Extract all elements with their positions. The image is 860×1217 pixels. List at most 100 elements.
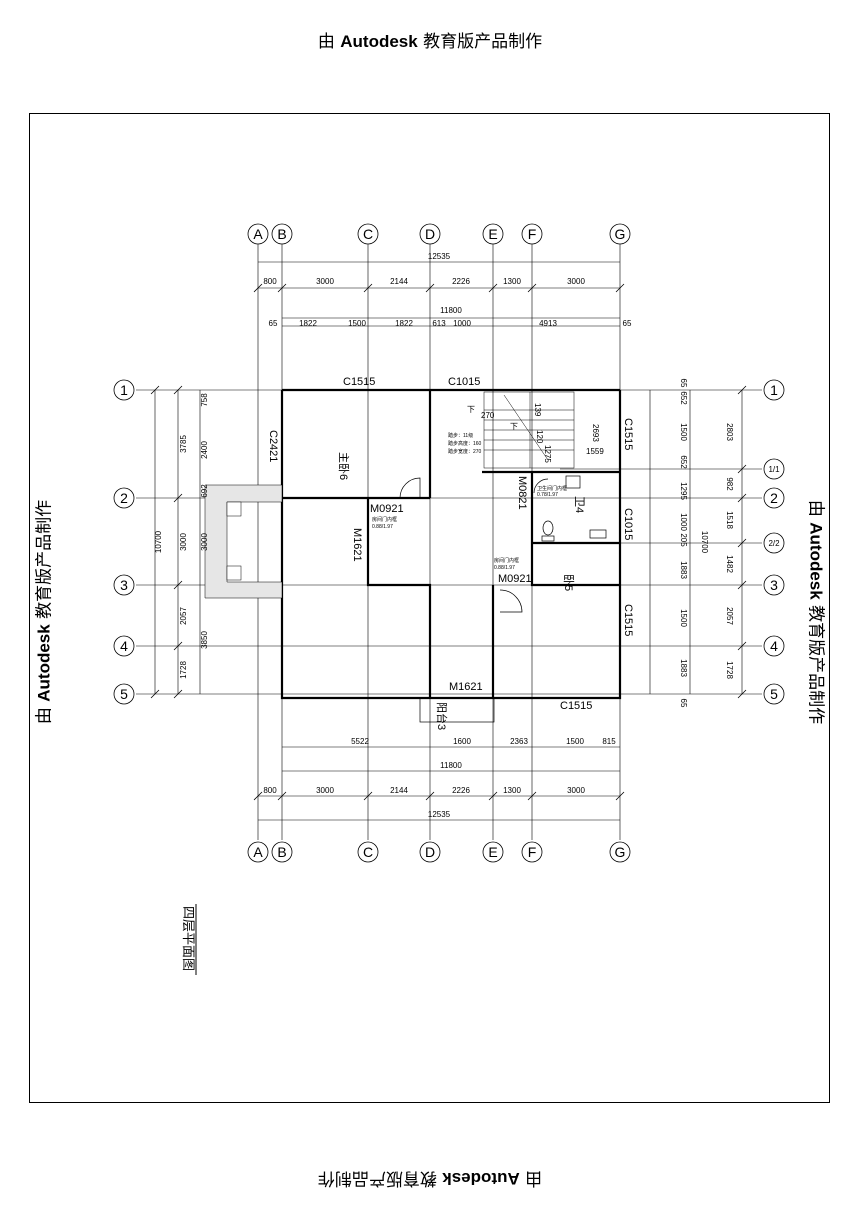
dim-bottom-seg-2: 3000 [316, 786, 334, 795]
axis-bubble-2-left [113, 487, 135, 509]
door-swing-m0921-2 [499, 589, 523, 613]
room-label-master-bedroom: 主卧6 [337, 452, 350, 480]
dim-right-outer-4: 1482 [725, 555, 734, 573]
axis-label-2-right: 2 [770, 490, 778, 506]
axis-bubble-d-bottom [419, 841, 441, 863]
axis-label-2-2-right: 2/2 [768, 539, 780, 548]
room-label-bedroom-5: 卧5 [562, 574, 575, 591]
dim-bottom-seg-3: 2144 [390, 786, 408, 795]
door-swing-m0921 [399, 477, 421, 499]
dim-left-inner-5: 3850 [200, 631, 209, 649]
dim-right-inner-9: 1500 [679, 609, 688, 627]
dim-top-inner-7: 4913 [539, 319, 557, 328]
axis-bubble-3-left [113, 574, 135, 596]
dim-right-outer-5: 2057 [725, 607, 734, 625]
dim-top-seg-1: 800 [263, 277, 277, 286]
dim-left-total: 10700 [154, 530, 163, 553]
axis-label-c-top: C [363, 226, 373, 242]
dim-top-inner-8: 65 [623, 319, 632, 328]
dim-right-inner-4: 652 [679, 455, 688, 469]
window-label-c1515-right-1: C1515 [622, 418, 634, 450]
axis-label-1-left: 1 [120, 382, 128, 398]
axis-bubble-e-bottom [482, 841, 504, 863]
dim-right-outer-3: 1518 [725, 511, 734, 529]
axis-label-1-1-right: 1/1 [768, 465, 780, 474]
axis-label-f-bottom: F [528, 844, 537, 860]
axis-bubble-f-top [521, 223, 543, 245]
axis-label-1-right: 1 [770, 382, 778, 398]
axis-label-b-top: B [277, 226, 286, 242]
dim-bottom-inner-5: 815 [602, 737, 616, 746]
axis-bubble-3-right [763, 574, 785, 596]
dim-bottom-inner-1: 5522 [351, 737, 369, 746]
axis-bubble-1-1-right [763, 458, 785, 480]
drawing-frame [29, 113, 830, 1103]
dim-right-outer-6: 1728 [725, 661, 734, 679]
dim-top-seg-5: 1300 [503, 277, 521, 286]
stair-dim-139: 139 [533, 403, 542, 417]
window-label-c1515-top: C1515 [343, 376, 375, 388]
stair-dim-1559: 1559 [586, 447, 604, 456]
axis-bubble-d-top [419, 223, 441, 245]
stair-dim-1275: 1275 [543, 445, 552, 463]
dim-top-seg-4: 2226 [452, 277, 470, 286]
dim-bottom-total: 12535 [428, 810, 451, 819]
axis-label-f-top: F [528, 226, 537, 242]
dim-top-inner-1: 65 [269, 319, 278, 328]
dim-top-seg-6: 3000 [567, 277, 585, 286]
dim-top-seg-3: 2144 [390, 277, 408, 286]
dim-left-mid-4: 1728 [179, 661, 188, 679]
dim-right-inner-7: 205 [679, 533, 688, 547]
dim-right-outer-2: 982 [725, 477, 734, 491]
axis-label-e-bottom: E [488, 844, 497, 860]
stair-note-1: 踏步：11级 [448, 432, 473, 439]
stair-dim-120: 120 [535, 430, 544, 444]
dim-top-inner-5: 613 [432, 319, 446, 328]
dim-right-outer-1: 2803 [725, 423, 734, 441]
door-label-m0921-2: M0921 [498, 573, 532, 585]
dim-right-inner-10: 1883 [679, 659, 688, 677]
dim-left-inner-1: 758 [200, 393, 209, 407]
axis-label-5-left: 5 [120, 686, 128, 702]
dim-right-inner-8: 1883 [679, 561, 688, 579]
door-note-6: 0.78/1.97 [537, 492, 558, 498]
axis-label-2-left: 2 [120, 490, 128, 506]
axis-label-g-top: G [615, 226, 626, 242]
dim-top-inner-3: 1500 [348, 319, 366, 328]
dim-bottom-seg-5: 1300 [503, 786, 521, 795]
axis-label-a-top: A [253, 226, 263, 242]
stair-down-2: 下 [510, 422, 518, 431]
door-note-2: 0.88/1.97 [372, 524, 393, 530]
axis-bubble-b-bottom [271, 841, 293, 863]
dim-right-inner-11: 65 [679, 699, 688, 708]
dim-left-inner-4: 3000 [200, 533, 209, 551]
window-label-c1015-top: C1015 [448, 376, 480, 388]
bathroom-fixtures [541, 475, 607, 542]
dim-top-total: 12535 [428, 252, 451, 261]
dim-left-inner-3: 692 [200, 484, 209, 498]
axis-label-5-right: 5 [770, 686, 778, 702]
axis-bubble-5-right [763, 683, 785, 705]
dim-top-inner-4: 1822 [395, 319, 413, 328]
door-note-3: 房间门内框 [494, 557, 519, 564]
dim-right-inner-5: 1295 [679, 482, 688, 500]
axis-label-4-right: 4 [770, 638, 778, 654]
dim-right-inner-3: 1500 [679, 423, 688, 441]
door-label-m0921-1: M0921 [370, 503, 404, 515]
dim-bottom-seg-6: 3000 [567, 786, 585, 795]
dim-bottom-inner-2: 1600 [453, 737, 471, 746]
axis-label-3-right: 3 [770, 577, 778, 593]
dim-top-inner-2: 1822 [299, 319, 317, 328]
door-swing-m0821 [533, 478, 549, 494]
dim-bottom-seg-1: 800 [263, 786, 277, 795]
dim-left-mid-2: 3000 [179, 533, 188, 551]
drawing-title: 四层平面图 [181, 906, 196, 971]
dim-bottom-inner-total: 11800 [440, 761, 462, 770]
stair-note-2: 踏步高度：160 [448, 440, 482, 447]
window-label-c1515-right-2: C1515 [622, 604, 634, 636]
dim-left-mid-3: 2057 [179, 607, 188, 625]
axis-label-d-bottom: D [425, 844, 435, 860]
axis-bubble-a-top [247, 223, 269, 245]
room-label-balcony-3: 阳台3 [435, 702, 449, 730]
axis-label-e-top: E [488, 226, 497, 242]
